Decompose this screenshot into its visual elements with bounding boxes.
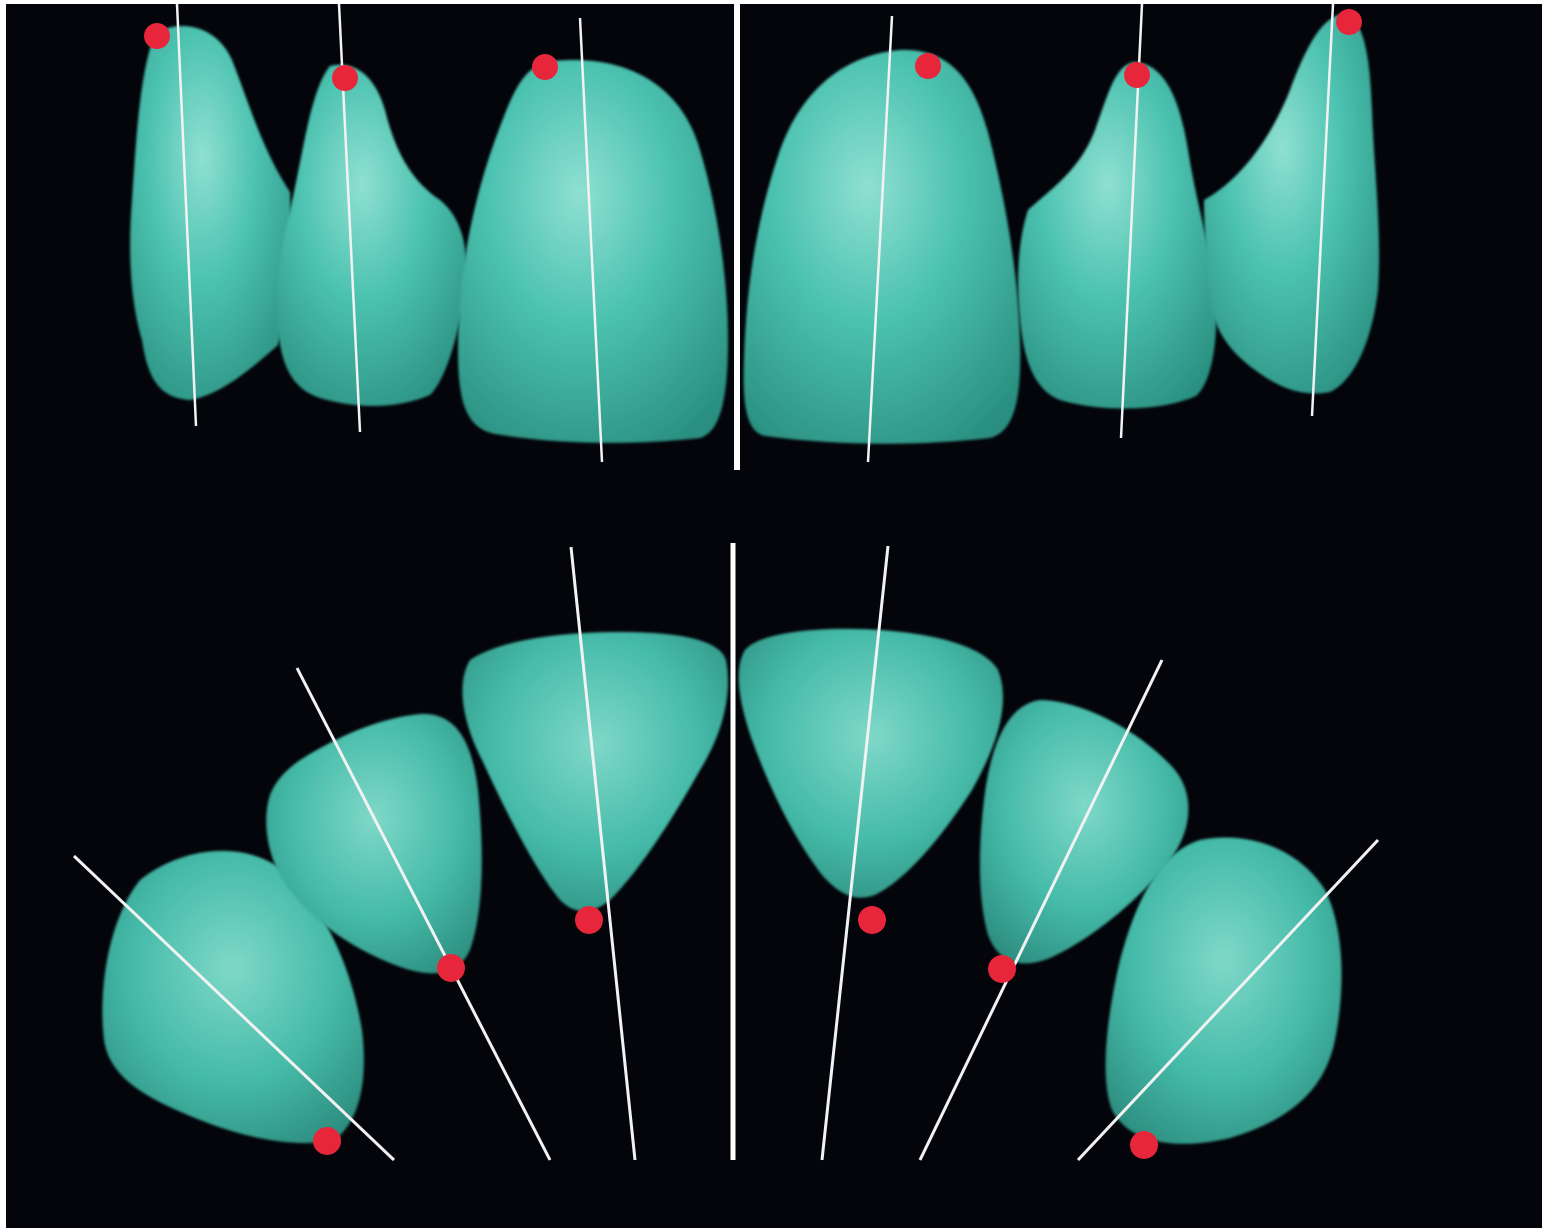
marker-tooth-4-incisal (858, 906, 886, 934)
marker-tooth-3-frontal (532, 54, 558, 80)
marker-tooth-2-incisal (437, 954, 465, 982)
marker-tooth-5-frontal (1124, 62, 1150, 88)
marker-tooth-1-frontal (144, 23, 170, 49)
marker-tooth-4-frontal (915, 53, 941, 79)
marker-tooth-3-incisal (575, 906, 603, 934)
marker-tooth-2-frontal (332, 65, 358, 91)
marker-tooth-5-incisal (988, 955, 1016, 983)
marker-tooth-1-incisal (313, 1127, 341, 1155)
marker-tooth-6-frontal (1336, 9, 1362, 35)
marker-tooth-6-incisal (1130, 1131, 1158, 1159)
